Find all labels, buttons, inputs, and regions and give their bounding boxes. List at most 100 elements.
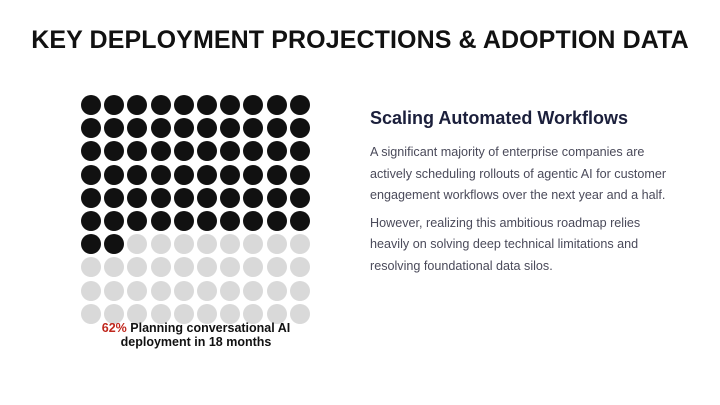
waffle-dot-empty xyxy=(127,234,148,255)
waffle-dot-filled xyxy=(127,164,148,185)
waffle-dot-filled xyxy=(81,187,101,208)
waffle-dot-empty xyxy=(196,303,217,324)
waffle-dot-empty xyxy=(289,257,310,278)
waffle-dot-filled xyxy=(104,187,125,208)
waffle-dot-empty xyxy=(173,280,194,301)
waffle-dot-filled xyxy=(266,118,287,139)
waffle-dot-filled xyxy=(173,187,194,208)
section-heading: Scaling Automated Workflows xyxy=(370,108,629,128)
waffle-dot-filled xyxy=(289,141,310,162)
waffle-dot-empty xyxy=(289,234,310,255)
waffle-dot-filled xyxy=(243,118,264,139)
waffle-dot-empty xyxy=(127,303,148,324)
waffle-dot-empty xyxy=(289,280,310,301)
waffle-dot-empty xyxy=(81,257,101,278)
body-paragraph-1: A significant majority of enterprise com… xyxy=(370,145,667,202)
waffle-dot-empty xyxy=(104,303,125,324)
waffle-dot-empty xyxy=(173,257,194,278)
waffle-dot-filled xyxy=(104,210,125,231)
waffle-dot-empty xyxy=(220,280,241,301)
waffle-dot-empty xyxy=(220,303,241,324)
waffle-dot-empty xyxy=(81,280,101,301)
waffle-dot-filled xyxy=(104,118,125,139)
waffle-dot-filled xyxy=(127,187,148,208)
waffle-dot-filled xyxy=(196,210,217,231)
waffle-caption: 62% Planning conversational AI deploymen… xyxy=(81,321,311,349)
waffle-dot-empty xyxy=(196,257,217,278)
waffle-dot-filled xyxy=(173,141,194,162)
waffle-dot-empty xyxy=(81,303,101,324)
waffle-dot-filled xyxy=(196,118,217,139)
waffle-chart xyxy=(81,95,311,324)
waffle-dot-filled xyxy=(243,210,264,231)
waffle-dot-filled xyxy=(173,164,194,185)
waffle-dot-filled xyxy=(196,164,217,185)
waffle-dot-filled xyxy=(173,210,194,231)
waffle-dot-empty xyxy=(196,280,217,301)
waffle-dot-empty xyxy=(150,257,171,278)
waffle-dot-empty xyxy=(266,257,287,278)
waffle-dot-filled xyxy=(81,234,101,255)
waffle-dot-empty xyxy=(266,280,287,301)
waffle-dot-filled xyxy=(173,118,194,139)
waffle-dot-filled xyxy=(266,141,287,162)
waffle-dot-empty xyxy=(243,303,264,324)
waffle-dot-empty xyxy=(173,234,194,255)
waffle-dot-filled xyxy=(150,164,171,185)
waffle-dot-filled xyxy=(266,164,287,185)
waffle-dot-filled xyxy=(220,95,241,115)
waffle-dot-empty xyxy=(243,280,264,301)
waffle-dot-filled xyxy=(173,95,194,115)
waffle-dot-filled xyxy=(150,210,171,231)
waffle-dot-filled xyxy=(196,141,217,162)
waffle-dot-empty xyxy=(243,234,264,255)
waffle-dot-empty xyxy=(289,303,310,324)
waffle-dot-empty xyxy=(173,303,194,324)
waffle-dot-filled xyxy=(81,118,101,139)
waffle-dot-filled xyxy=(266,95,287,115)
waffle-dot-empty xyxy=(150,280,171,301)
text-panel: Scaling Automated Workflows A significan… xyxy=(370,106,675,283)
waffle-dot-filled xyxy=(220,210,241,231)
waffle-dot-filled xyxy=(243,95,264,115)
caption-text: Planning conversational AI deployment in… xyxy=(120,321,291,349)
waffle-dot-filled xyxy=(289,187,310,208)
caption-percentage: 62% xyxy=(101,321,127,335)
waffle-dot-filled xyxy=(220,141,241,162)
waffle-dot-filled xyxy=(220,118,241,139)
slide-title: KEY DEPLOYMENT PROJECTIONS & ADOPTION DA… xyxy=(31,26,689,54)
waffle-dot-filled xyxy=(81,141,101,162)
body-paragraph-2: However, realizing this ambitious roadma… xyxy=(370,215,641,273)
waffle-dot-filled xyxy=(220,187,241,208)
waffle-dot-filled xyxy=(266,187,287,208)
waffle-dot-empty xyxy=(220,257,241,278)
waffle-dot-empty xyxy=(243,257,264,278)
waffle-dot-filled xyxy=(243,164,264,185)
waffle-dot-empty xyxy=(127,280,148,301)
waffle-dot-filled xyxy=(196,95,217,115)
waffle-dot-filled xyxy=(127,95,148,115)
waffle-dot-empty xyxy=(266,234,287,255)
waffle-dot-filled xyxy=(150,187,171,208)
waffle-dot-filled xyxy=(243,141,264,162)
waffle-dot-empty xyxy=(150,303,171,324)
waffle-dot-filled xyxy=(196,187,217,208)
waffle-dot-filled xyxy=(150,141,171,162)
waffle-dot-filled xyxy=(104,141,125,162)
waffle-dot-empty xyxy=(196,234,217,255)
waffle-dot-filled xyxy=(104,234,125,255)
waffle-dot-filled xyxy=(127,118,148,139)
waffle-dot-filled xyxy=(289,164,310,185)
waffle-dot-filled xyxy=(81,210,101,231)
waffle-dot-filled xyxy=(127,210,148,231)
waffle-dot-empty xyxy=(104,257,125,278)
waffle-dot-filled xyxy=(289,95,310,115)
waffle-dot-empty xyxy=(220,234,241,255)
waffle-dot-empty xyxy=(266,303,287,324)
waffle-dot-filled xyxy=(81,95,101,115)
waffle-dot-filled xyxy=(243,187,264,208)
waffle-dot-filled xyxy=(220,164,241,185)
waffle-dot-filled xyxy=(150,95,171,115)
waffle-dot-empty xyxy=(150,234,171,255)
waffle-dot-filled xyxy=(150,118,171,139)
